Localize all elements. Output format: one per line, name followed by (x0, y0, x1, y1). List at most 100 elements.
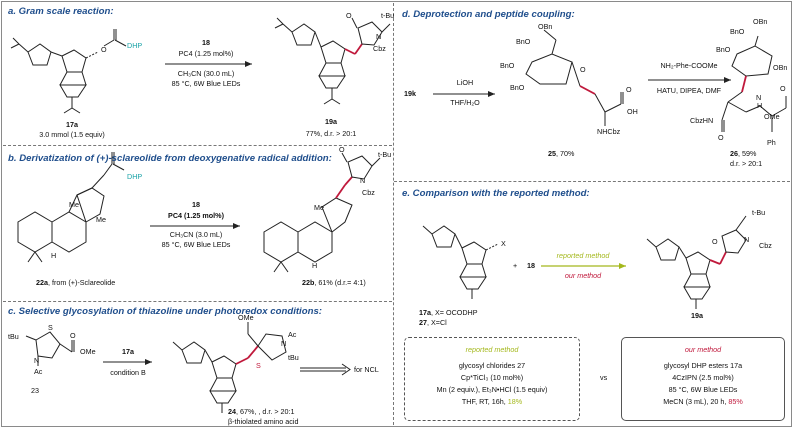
box-left-yield: 18% (507, 397, 523, 406)
atom-o-amide-26: O (718, 133, 724, 142)
panel-d-title: d. Deprotection and peptide coupling: (402, 9, 575, 20)
solvent-thf-h2o: THF/H₂O (450, 98, 480, 107)
nhcbz-25: NHCbz (597, 127, 621, 136)
atom-s-24: S (256, 361, 261, 370)
conditions-b-1: CH₃CN (3.0 mL) (169, 230, 223, 239)
cbz-b: Cbz (362, 188, 375, 197)
yield-19a: 77%, d.r. > 20:1 (305, 129, 357, 138)
box-left-heading: reported method (465, 345, 519, 354)
box-left-line4: THF, RT, 16h, 18% (462, 398, 522, 405)
box-right-line4: MeCN (3 mL), 20 h, 85% (663, 398, 743, 405)
ac-24: Ac (288, 330, 297, 339)
tbu-e: t-Bu (752, 208, 766, 217)
bno-25-2: BnO (500, 61, 515, 70)
compound-label-17a-e: 17a (419, 308, 431, 317)
me-b-1: Me (69, 200, 79, 209)
conditions-b-2: 85 °C, 6W Blue LEDs (161, 240, 231, 249)
atom-o-23: O (70, 331, 76, 340)
obn-25-1: OBn (538, 22, 553, 31)
caption-17a-e: 17a, X= OCODHP (419, 309, 478, 316)
panel-a-title: a. Gram scale reaction: (8, 6, 114, 17)
molecule-26 (721, 35, 787, 132)
h-22b: H (312, 261, 318, 270)
molecule-17a-27 (422, 225, 499, 299)
box-right-heading: our method (684, 345, 722, 354)
desc-17a-e: , X= OCODHP (431, 308, 478, 317)
compound-label-22b: 22b (302, 278, 315, 287)
atom-o-carbonyl-a: O (346, 11, 352, 20)
yield-25: , 70% (556, 149, 575, 158)
divider-a-b (3, 145, 392, 146)
ome-23: OMe (80, 347, 96, 356)
atom-n-b: N (360, 176, 366, 185)
atom-o-carbonyl-e: O (712, 237, 718, 246)
molecule-22a (17, 152, 125, 263)
yield-26: , 59% (738, 149, 757, 158)
box-left-line1: glycosyl chlorides 27 (458, 361, 526, 370)
dr-26: d.r. > 20:1 (730, 159, 763, 168)
cbz-e: Cbz (759, 241, 772, 250)
arrow-c-double (300, 363, 351, 376)
molecule-17a (10, 29, 127, 114)
reagent-lioh: LiOH (456, 78, 474, 87)
box-right-line2: 4CzIPN (2.5 mol%) (672, 373, 734, 382)
compound-label-17a: 17a (66, 120, 78, 129)
molecule-25 (525, 29, 624, 126)
bno-26-1: BnO (730, 27, 745, 36)
dhp-label-a: DHP (127, 41, 143, 50)
condition-b: condition B (110, 368, 146, 377)
caption-26: 26, 59% (730, 150, 756, 157)
molecule-23 (25, 331, 75, 366)
box-right-line1: glycosyl DHP esters 17a (663, 361, 743, 370)
label-reported-method: reported method (556, 251, 610, 260)
our-method-box (621, 337, 785, 421)
dhp-label-b: DHP (127, 172, 143, 181)
atom-o-carbonyl-25: O (626, 85, 632, 94)
panel-c-title: c. Selective glycosylation of thiazoline… (8, 306, 322, 317)
reported-method-box (404, 337, 580, 421)
compound-label-27: 27 (419, 318, 427, 327)
atom-n-24: N (281, 339, 287, 348)
compound-label-24: 24 (228, 407, 236, 416)
reagent-18-b: 18 (192, 200, 200, 209)
x-group: X (501, 239, 506, 248)
molecule-19a-e (646, 215, 747, 309)
ncl-target: for NCL (354, 365, 379, 374)
tbu-b: t-Bu (378, 150, 392, 159)
bno-25-3: BnO (510, 83, 525, 92)
atom-n-23: N (34, 356, 40, 365)
atom-n-a: N (376, 32, 382, 41)
obn-26-1: OBn (753, 17, 768, 26)
reagent-pc4-b-text: PC4 (1.25 mol%) (168, 211, 224, 220)
reagent-pc4-a: PC4 (1.25 mol%) (178, 49, 234, 58)
tbu-a: t-Bu (381, 11, 395, 20)
compound-label-23: 23 (31, 386, 39, 395)
caption-22b: 22b, 61% (d.r.= 4:1) (302, 279, 366, 286)
compound-label-25: 25 (548, 149, 556, 158)
reagent-phe: NH₂-Phe-COOMe (660, 61, 718, 70)
plus-sign: + (513, 261, 518, 270)
yield-22b: , 61% (d.r.= 4:1) (314, 278, 366, 287)
caption-24: 24, 67%, , d.r. > 20:1 (228, 408, 295, 415)
source-22a: , from (+)-Sclareolide (48, 278, 116, 287)
obn-26-2: OBn (773, 63, 788, 72)
divider-b-c (3, 301, 392, 302)
divider-left-right (393, 3, 394, 425)
conditions-a-1: CH₃CN (30.0 mL) (177, 69, 235, 78)
desc-24: β-thiolated amino acid (228, 417, 299, 426)
compound-label-26: 26 (730, 149, 738, 158)
conditions-a-2: 85 °C, 6W Blue LEDs (171, 79, 241, 88)
atom-s-23: S (48, 323, 53, 332)
atom-o-25: O (580, 65, 586, 74)
box-right-line4-text: MeCN (3 mL), 20 h, (663, 397, 729, 406)
me-b-2: Me (96, 215, 106, 224)
ac-23: Ac (34, 367, 43, 376)
compound-label-19a: 19a (325, 117, 337, 126)
box-right-yield: 85% (728, 397, 743, 406)
ph-26: Ph (767, 138, 776, 147)
reagent-hatu: HATU, DIPEA, DMF (656, 86, 722, 95)
atom-n-26: N (756, 93, 762, 102)
